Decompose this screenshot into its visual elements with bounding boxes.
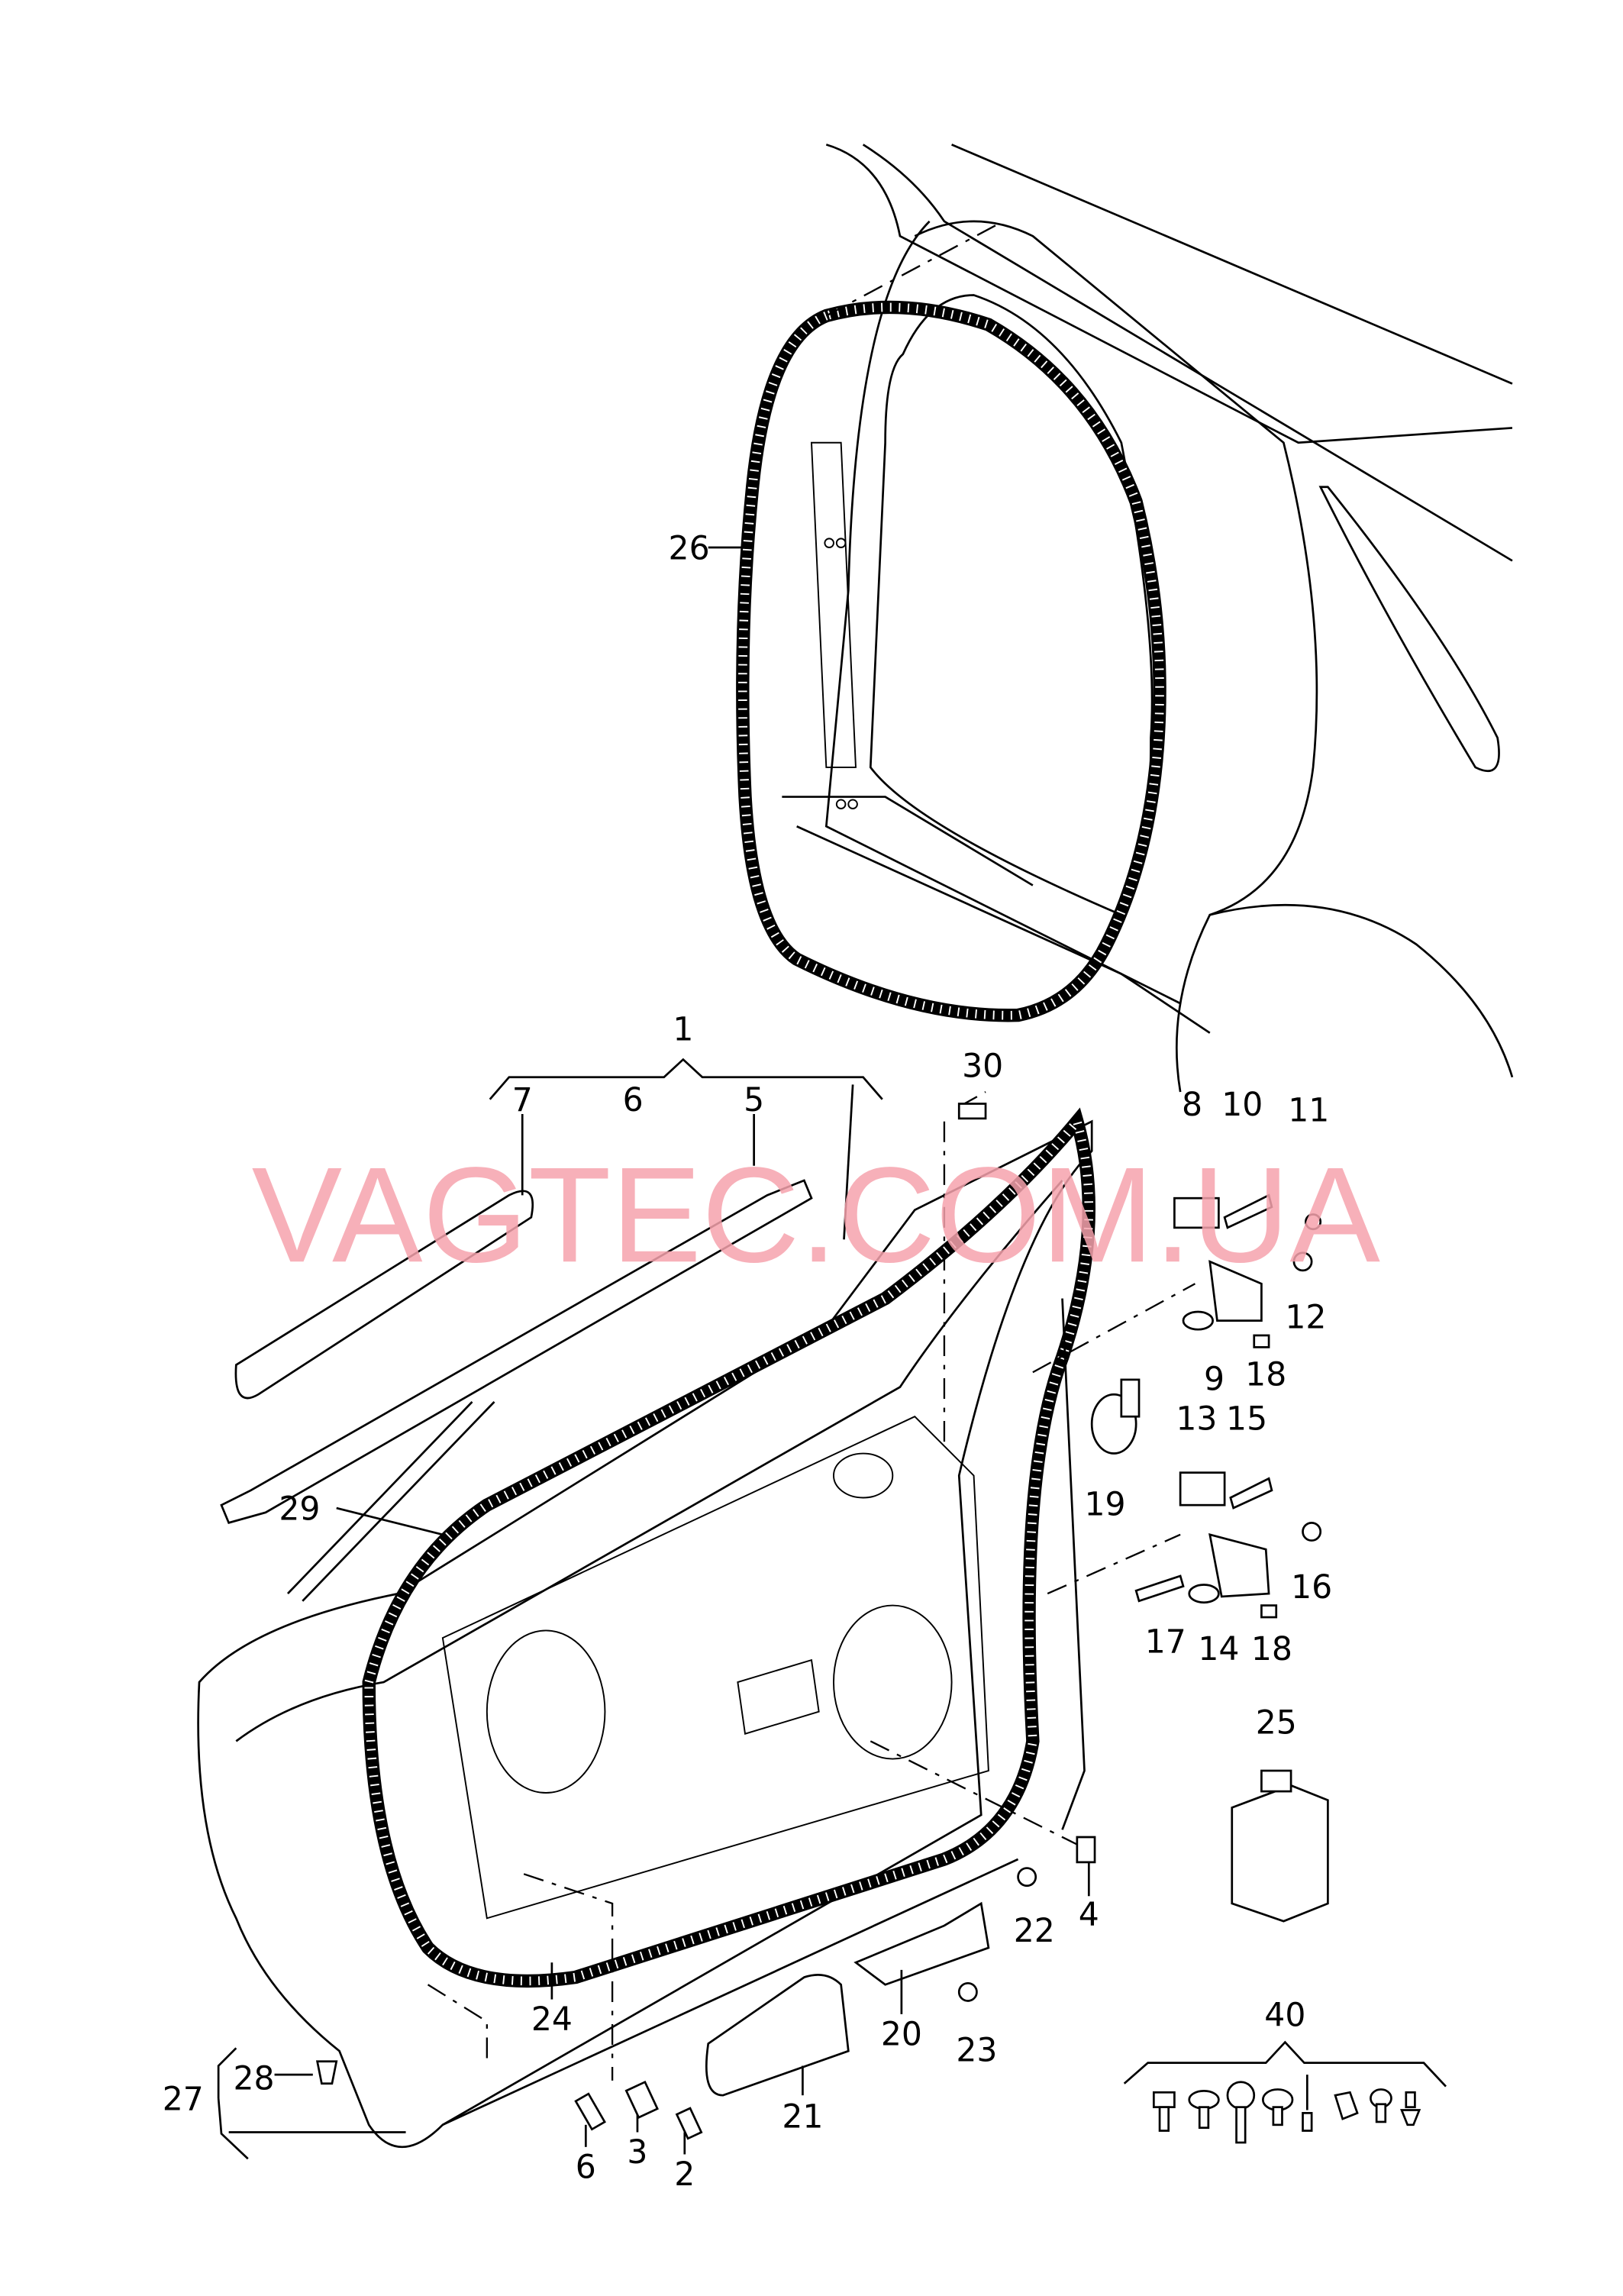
callout-9: 9 [1204,1361,1225,1398]
callout-8: 8 [1182,1087,1202,1124]
callout-1: 1 [673,1011,693,1048]
callout-2: 2 [674,2156,695,2194]
callout-13: 13 [1176,1401,1217,1439]
small-parts-kit-40 [1152,2075,1421,2144]
callout-12: 12 [1285,1299,1326,1336]
callout-23: 23 [956,2033,997,2070]
callout-24: 24 [531,2001,573,2039]
callout-25: 25 [1256,1705,1297,1742]
callout-6: 6 [576,2149,596,2186]
callout-18: 18 [1251,1631,1292,1668]
door-seal-26 [736,220,1166,1022]
hinge-lower [1090,1378,1322,1619]
callout-10: 10 [1221,1087,1263,1124]
callout-28: 28 [233,2060,274,2097]
callout-19: 19 [1085,1487,1126,1524]
callout-26: 26 [669,530,710,567]
sealant-bottle-25 [1231,1769,1329,1923]
car-body [782,144,1514,1093]
callout-20: 20 [881,2016,922,2053]
callout-5: 5 [744,1082,764,1119]
callout-11: 11 [1288,1093,1329,1130]
callout-21: 21 [782,2099,823,2136]
callout-brackets [217,546,1447,2160]
callout-4: 4 [1079,1897,1099,1934]
callout-6: 6 [623,1082,644,1119]
callout-14: 14 [1198,1631,1239,1668]
callout-30: 30 [962,1048,1003,1086]
callout-40: 40 [1264,1997,1305,2034]
door-check-strap [705,1740,1096,2097]
callout-7: 7 [512,1082,533,1119]
hinge-upper [1173,1193,1322,1348]
watermark: VAGTEC.COM.UA [252,1138,1381,1290]
callout-16: 16 [1291,1569,1332,1607]
callout-27: 27 [163,2081,204,2119]
bottom-fasteners [315,1091,987,2140]
callout-18: 18 [1245,1357,1286,1394]
window-seals [220,1179,813,1602]
door-shell [197,1107,1095,2149]
callout-3: 3 [627,2134,647,2172]
callout-17: 17 [1145,1623,1186,1661]
callout-22: 22 [1014,1913,1055,1950]
hinge-axis-line [1032,1283,1196,1595]
callout-15: 15 [1226,1401,1267,1439]
callout-29: 29 [279,1490,320,1528]
callout-labels: 1 7 6 5 30 8 10 11 12 9 18 13 15 19 16 1… [163,530,1332,2194]
